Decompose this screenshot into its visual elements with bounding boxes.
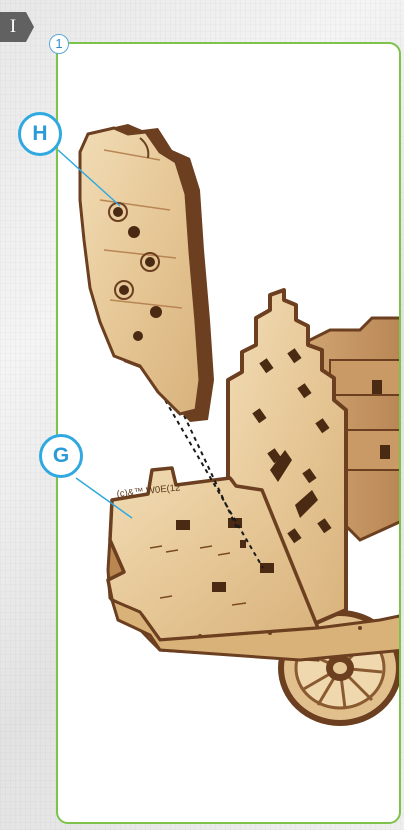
substep-number: 1 (49, 34, 69, 54)
part-h-panel (80, 124, 214, 422)
callout-h: H (18, 112, 62, 156)
callout-g: G (39, 434, 83, 478)
